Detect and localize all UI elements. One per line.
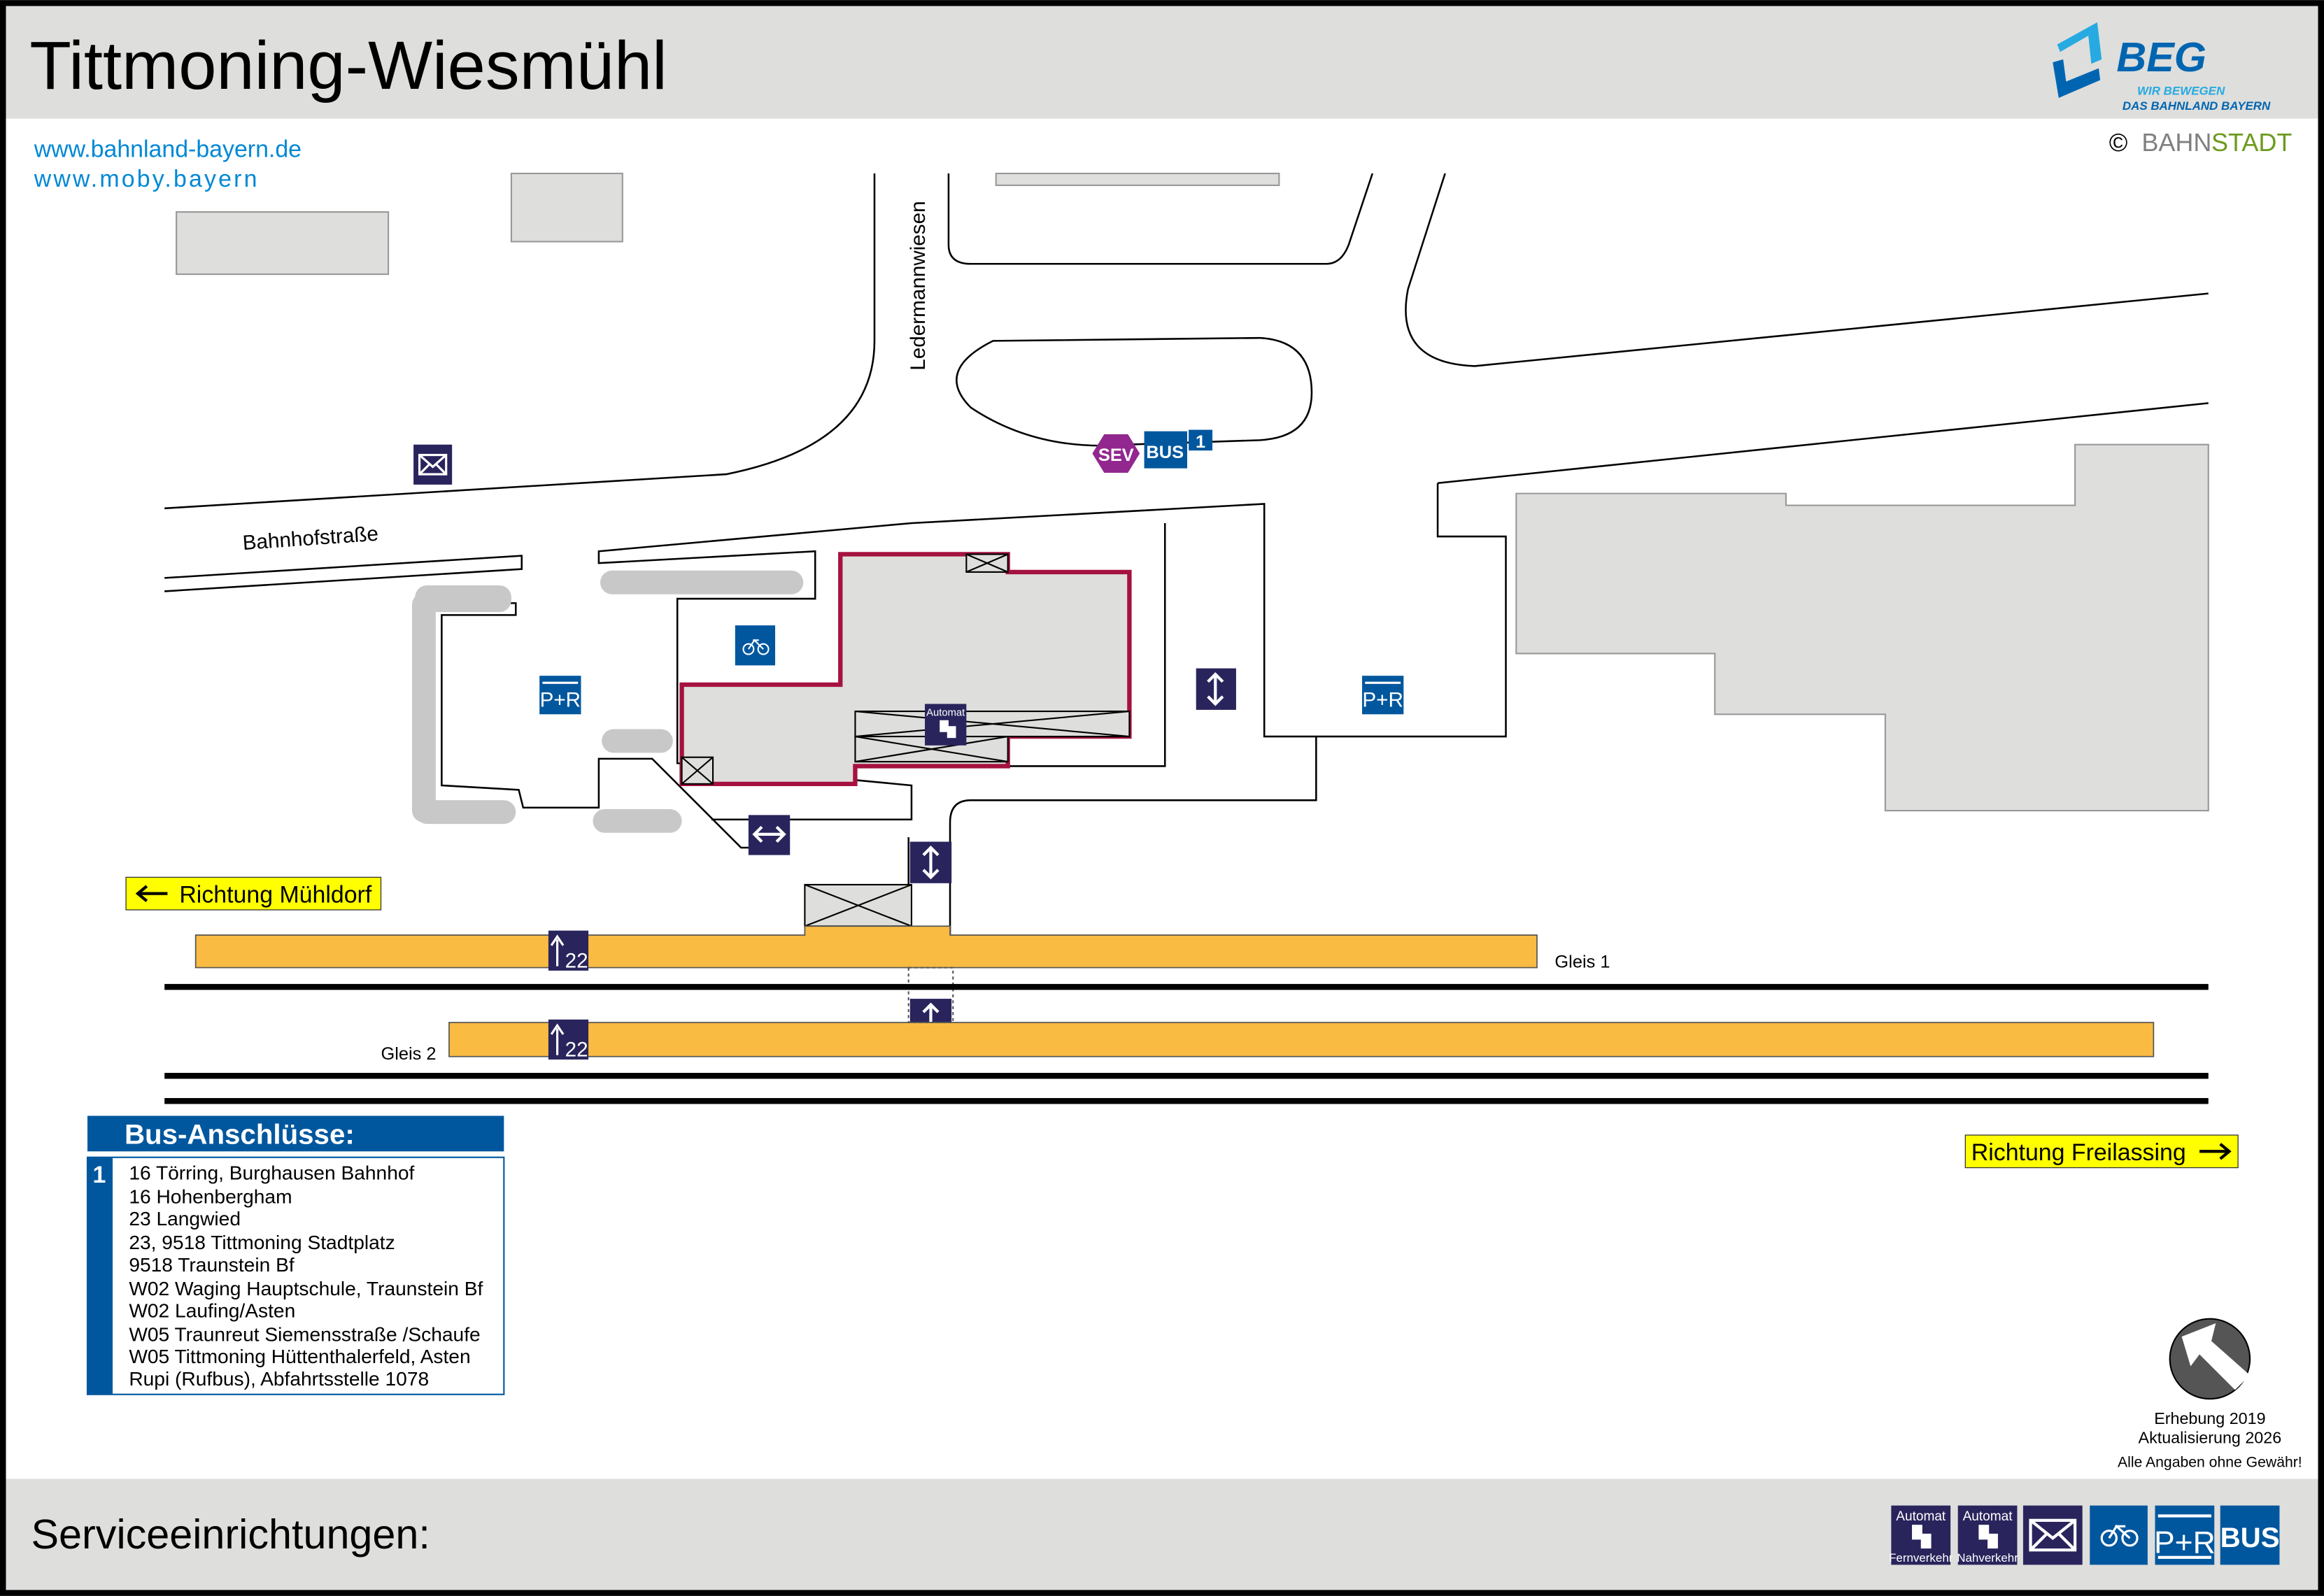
svg-text:Automat: Automat [1896,1509,1946,1524]
svg-text:DAS BAHNLAND BAYERN: DAS BAHNLAND BAYERN [2123,99,2271,113]
svg-text:Automat: Automat [926,707,965,718]
svg-text:P+R: P+R [2154,1525,2216,1560]
platform-section-sign: 22 [548,930,589,973]
service-park-and-ride-icon: P+R [2154,1505,2216,1565]
north-arrow-icon [2169,1318,2251,1400]
update-year: Aktualisierung 2026 [2139,1429,2282,1447]
svg-text:1: 1 [1196,432,1205,452]
svg-text:P+R: P+R [1362,689,1403,712]
platform-section-sign: 22 [548,1019,589,1062]
services-title: Serviceeinrichtungen: [31,1511,430,1558]
underpass [907,967,954,1024]
svg-text:Fernverkehr: Fernverkehr [1889,1551,1953,1565]
track-2 [164,1073,2209,1079]
svg-text:22: 22 [565,950,588,973]
bus-line: W02 Waging Hauptschule, Traunstein Bf [129,1277,483,1299]
bus-line: 16 Hohenbergham [129,1185,292,1207]
svg-text:Nahverkehr: Nahverkehr [1957,1551,2018,1565]
track-1 [164,983,2209,990]
svg-text:BUS: BUS [1146,443,1184,462]
header-bar [3,3,2321,119]
direction-freilassing: Richtung Freilassing [1964,1134,2239,1169]
park-and-ride-icon-west: P+R [539,676,581,715]
service-bus-icon: BUS [2220,1505,2280,1565]
svg-text:BEG: BEG [2116,34,2206,80]
bus-line: 23 Langwied [129,1207,241,1230]
gleis-1-label: Gleis 1 [1554,953,1610,972]
svg-text:22: 22 [565,1039,588,1062]
svg-text:BUS: BUS [2220,1522,2280,1553]
service-bicycle-icon [2090,1505,2148,1565]
svg-text:1: 1 [93,1162,106,1188]
service-ticket-machine-long-distance: Automat Fernverkehr [1889,1505,1953,1565]
park-and-ride-icon-east: P+R [1362,676,1404,715]
ticket-machine-icon: Automat [925,704,967,746]
service-ticket-machine-regional: Automat Nahverkehr [1957,1505,2018,1565]
survey-year: Erhebung 2019 [2154,1409,2265,1427]
svg-text:Richtung Freilassing: Richtung Freilassing [1971,1139,2186,1166]
bicycle-parking-icon [735,625,776,666]
svg-text:SEV: SEV [1098,446,1134,465]
svg-text:P+R: P+R [540,689,581,712]
elevator-icon [1196,668,1236,710]
hedges [411,570,804,833]
disclaimer: Alle Angaben ohne Gewähr! [2118,1455,2302,1471]
bahnstadt-copyright: © BAHN STADT [2109,128,2293,157]
bus-line: W05 Tittmoning Hüttenthalerfeld, Asten [129,1345,470,1367]
link-bahnland-bayern[interactable]: www.bahnland-bayern.de [34,136,302,163]
beg-logo: BEG WIR BEWEGEN DAS BAHNLAND BAYERN [2053,22,2271,113]
service-mail-icon [2022,1505,2083,1565]
bus-line: 9518 Traunstein Bf [129,1253,295,1276]
svg-text:WIR BEWEGEN: WIR BEWEGEN [2137,85,2225,98]
elevator-icon [909,841,952,883]
svg-text:STADT: STADT [2211,128,2292,157]
buildings [176,172,2209,812]
bus-line: W02 Laufing/Asten [129,1299,295,1322]
bus-line: 16 Törring, Burghausen Bahnhof [129,1162,414,1184]
track-3 [164,1098,2209,1104]
svg-text:BAHN: BAHN [2141,128,2211,157]
svg-text:©: © [2109,128,2128,157]
page-title: Tittmoning-Wiesmühl [29,27,667,104]
gleis-2-label: Gleis 2 [381,1044,436,1064]
bus-line: 23, 9518 Tittmoning Stadtplatz [129,1231,395,1253]
platform-gleis-2 [448,1022,2155,1057]
sev-bus-stop: SEV BUS 1 [1092,429,1213,473]
direction-muehldorf: Richtung Mühldorf [125,876,382,911]
svg-text:Automat: Automat [1963,1509,2013,1524]
bus-line: W05 Traunreut Siemensstraße /Schaufe [129,1323,480,1345]
ramp-icon [748,815,791,855]
svg-text:Bus-Anschlüsse:: Bus-Anschlüsse: [125,1119,355,1150]
svg-text:Richtung Mühldorf: Richtung Mühldorf [179,881,371,908]
canopies [681,553,1131,927]
bus-connections-panel: Bus-Anschlüsse: 1 16 Törring, Burghausen… [86,1116,505,1395]
platform-gleis-1 [194,925,1538,969]
street-ledermannwiesen: Ledermannwiesen [907,201,930,370]
bus-line: Rupi (Rufbus), Abfahrtsstelle 1078 [129,1367,429,1390]
mail-icon [413,444,453,485]
link-moby-bayern[interactable]: www.moby.bayern [34,166,260,192]
